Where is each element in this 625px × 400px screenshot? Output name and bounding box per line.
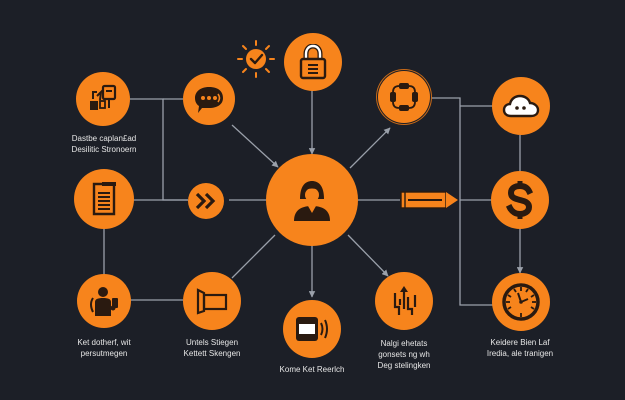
device-signal-icon [296, 317, 328, 341]
device-node[interactable] [283, 300, 341, 358]
cycle-arrows-icon [390, 83, 418, 111]
dollar-node[interactable] [491, 171, 549, 229]
document-icon [92, 182, 116, 216]
person-phone-icon [90, 287, 118, 316]
pencil-icon [400, 191, 458, 209]
chat-bubble-icon [195, 87, 223, 113]
clock-label-line-2: Iredia, ale tranigen [486, 349, 554, 358]
forward-node[interactable] [188, 183, 224, 219]
clock-node[interactable] [492, 273, 550, 331]
cloud-icon [502, 94, 540, 118]
pencil-node[interactable] [400, 189, 460, 211]
lock-node[interactable] [284, 33, 342, 91]
user-woman-icon [294, 181, 330, 221]
cycle-node[interactable] [380, 73, 428, 121]
folder-icon [196, 288, 228, 315]
device-label-line-1: Kome Ket Reerlch [279, 365, 345, 374]
person-phone-label-line-1: Ket dotherf, wit [77, 338, 131, 347]
clock-icon [502, 283, 540, 321]
folder-node[interactable] [183, 272, 241, 330]
person-phone-node[interactable] [77, 274, 131, 328]
clock-label-line-1: Keidere Bien Laf [490, 338, 550, 347]
person-phone-label-line-2: persutmegen [80, 349, 128, 358]
dashboard-label-line-2: Desilitic Stronoern [71, 145, 137, 154]
growth-node[interactable] [375, 272, 433, 330]
growth-arrow-icon [393, 286, 417, 315]
chart-board-icon [90, 84, 117, 110]
sun-check-icon [237, 40, 275, 78]
dashboard-label-line-1: Dastbe caplan£ad [71, 134, 137, 143]
folder-label-line-2: Kettett Skengen [183, 349, 241, 358]
growth-label-line-2: gonsets ng wh [378, 350, 430, 359]
dashboard-node[interactable] [76, 72, 130, 126]
double-chevron-right-icon [195, 192, 216, 210]
cloud-node[interactable] [492, 77, 550, 135]
padlock-icon [299, 44, 327, 80]
dollar-icon [505, 181, 534, 219]
sun-check-node[interactable] [236, 39, 276, 79]
folder-label-line-1: Untels Stiegen [185, 338, 239, 347]
growth-label-line-1: Nalgi ehetats [380, 339, 428, 348]
growth-label-line-3: Deg stelingken [377, 361, 431, 370]
user-node[interactable] [266, 154, 358, 246]
document-node[interactable] [74, 169, 134, 229]
chat-node[interactable] [183, 73, 235, 125]
